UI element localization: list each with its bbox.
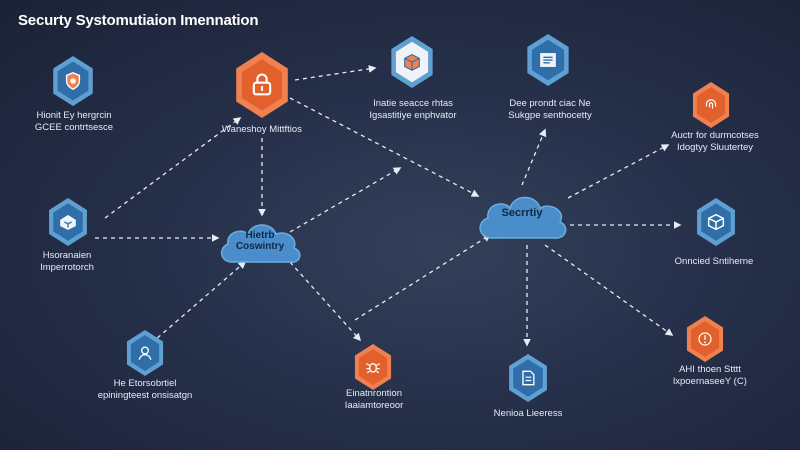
link-cloud-to-bottomleft xyxy=(154,260,247,341)
link-center-to-rightcloud xyxy=(289,97,480,197)
node-label-line2: epiningteest onsisatgn xyxy=(97,390,193,401)
node-label-line2: lxpoernaseeY (C) xyxy=(673,376,747,387)
node-label-line2: Idogtyy Sluutertey xyxy=(676,142,754,153)
node-label-line1: Nenioa Lieeress xyxy=(493,408,563,419)
link-upperright-to-rightcloud xyxy=(521,128,547,186)
fingerprint-icon xyxy=(692,82,730,128)
link-rightcloud-to-bottomright xyxy=(544,244,674,336)
node-label-line1: He Etorsobrtiel xyxy=(113,378,177,389)
node-label-line1: Onncied Sntiherne xyxy=(674,256,754,267)
node-label-line2: Imperrotorch xyxy=(40,262,94,273)
cloud-label-line1: Hietrb xyxy=(245,230,275,241)
cloud-icon xyxy=(220,224,301,263)
link-cloud-to-uppermid xyxy=(289,167,402,233)
node-label-line1: Hsoranaien xyxy=(42,250,92,261)
node-label-line1: Dee prondt ciac Ne xyxy=(509,98,591,109)
node-label-line1: AHI thoen Stttt xyxy=(679,364,741,375)
node-label-line2: Igsastitiye enphvator xyxy=(369,110,457,121)
node-label-line1: Hionit Ey hergrcin xyxy=(36,110,112,121)
node-label-line1: Einatnrontion xyxy=(346,388,402,399)
cloud-icon xyxy=(479,196,567,239)
page-title: Securty Systomutiaion Imennation xyxy=(18,12,259,29)
cloud-label-line2: Coswintry xyxy=(235,241,285,252)
alert-icon xyxy=(686,316,724,362)
link-cloud-to-bottomcenter xyxy=(289,261,362,342)
node-label-line2: Iaaiamtoreoor xyxy=(344,400,404,411)
cloud-label-line1: Secrrtiy xyxy=(501,207,543,219)
cloud-left[interactable]: Hietrb Coswintry xyxy=(214,212,306,270)
link-center-to-upper-mid xyxy=(294,65,377,81)
node-label-line2: GCEE contrtsesce xyxy=(34,122,114,133)
node-label-line1: Waneshoy Mittftios xyxy=(222,124,302,135)
shield-icon xyxy=(53,56,93,106)
cloud-right[interactable]: Secrrtiy xyxy=(472,182,572,246)
node-label-line1: Inatie seacce rhtas xyxy=(373,98,453,109)
link-rightcloud-to-fartop xyxy=(567,144,670,199)
node-label-line2: Sukgpe senthocetty xyxy=(508,110,592,121)
node-label-line1: Auctr for durmcotses xyxy=(671,130,759,141)
link-bottomcenter-to-rightcloud xyxy=(354,234,492,321)
cube-icon xyxy=(697,198,735,246)
